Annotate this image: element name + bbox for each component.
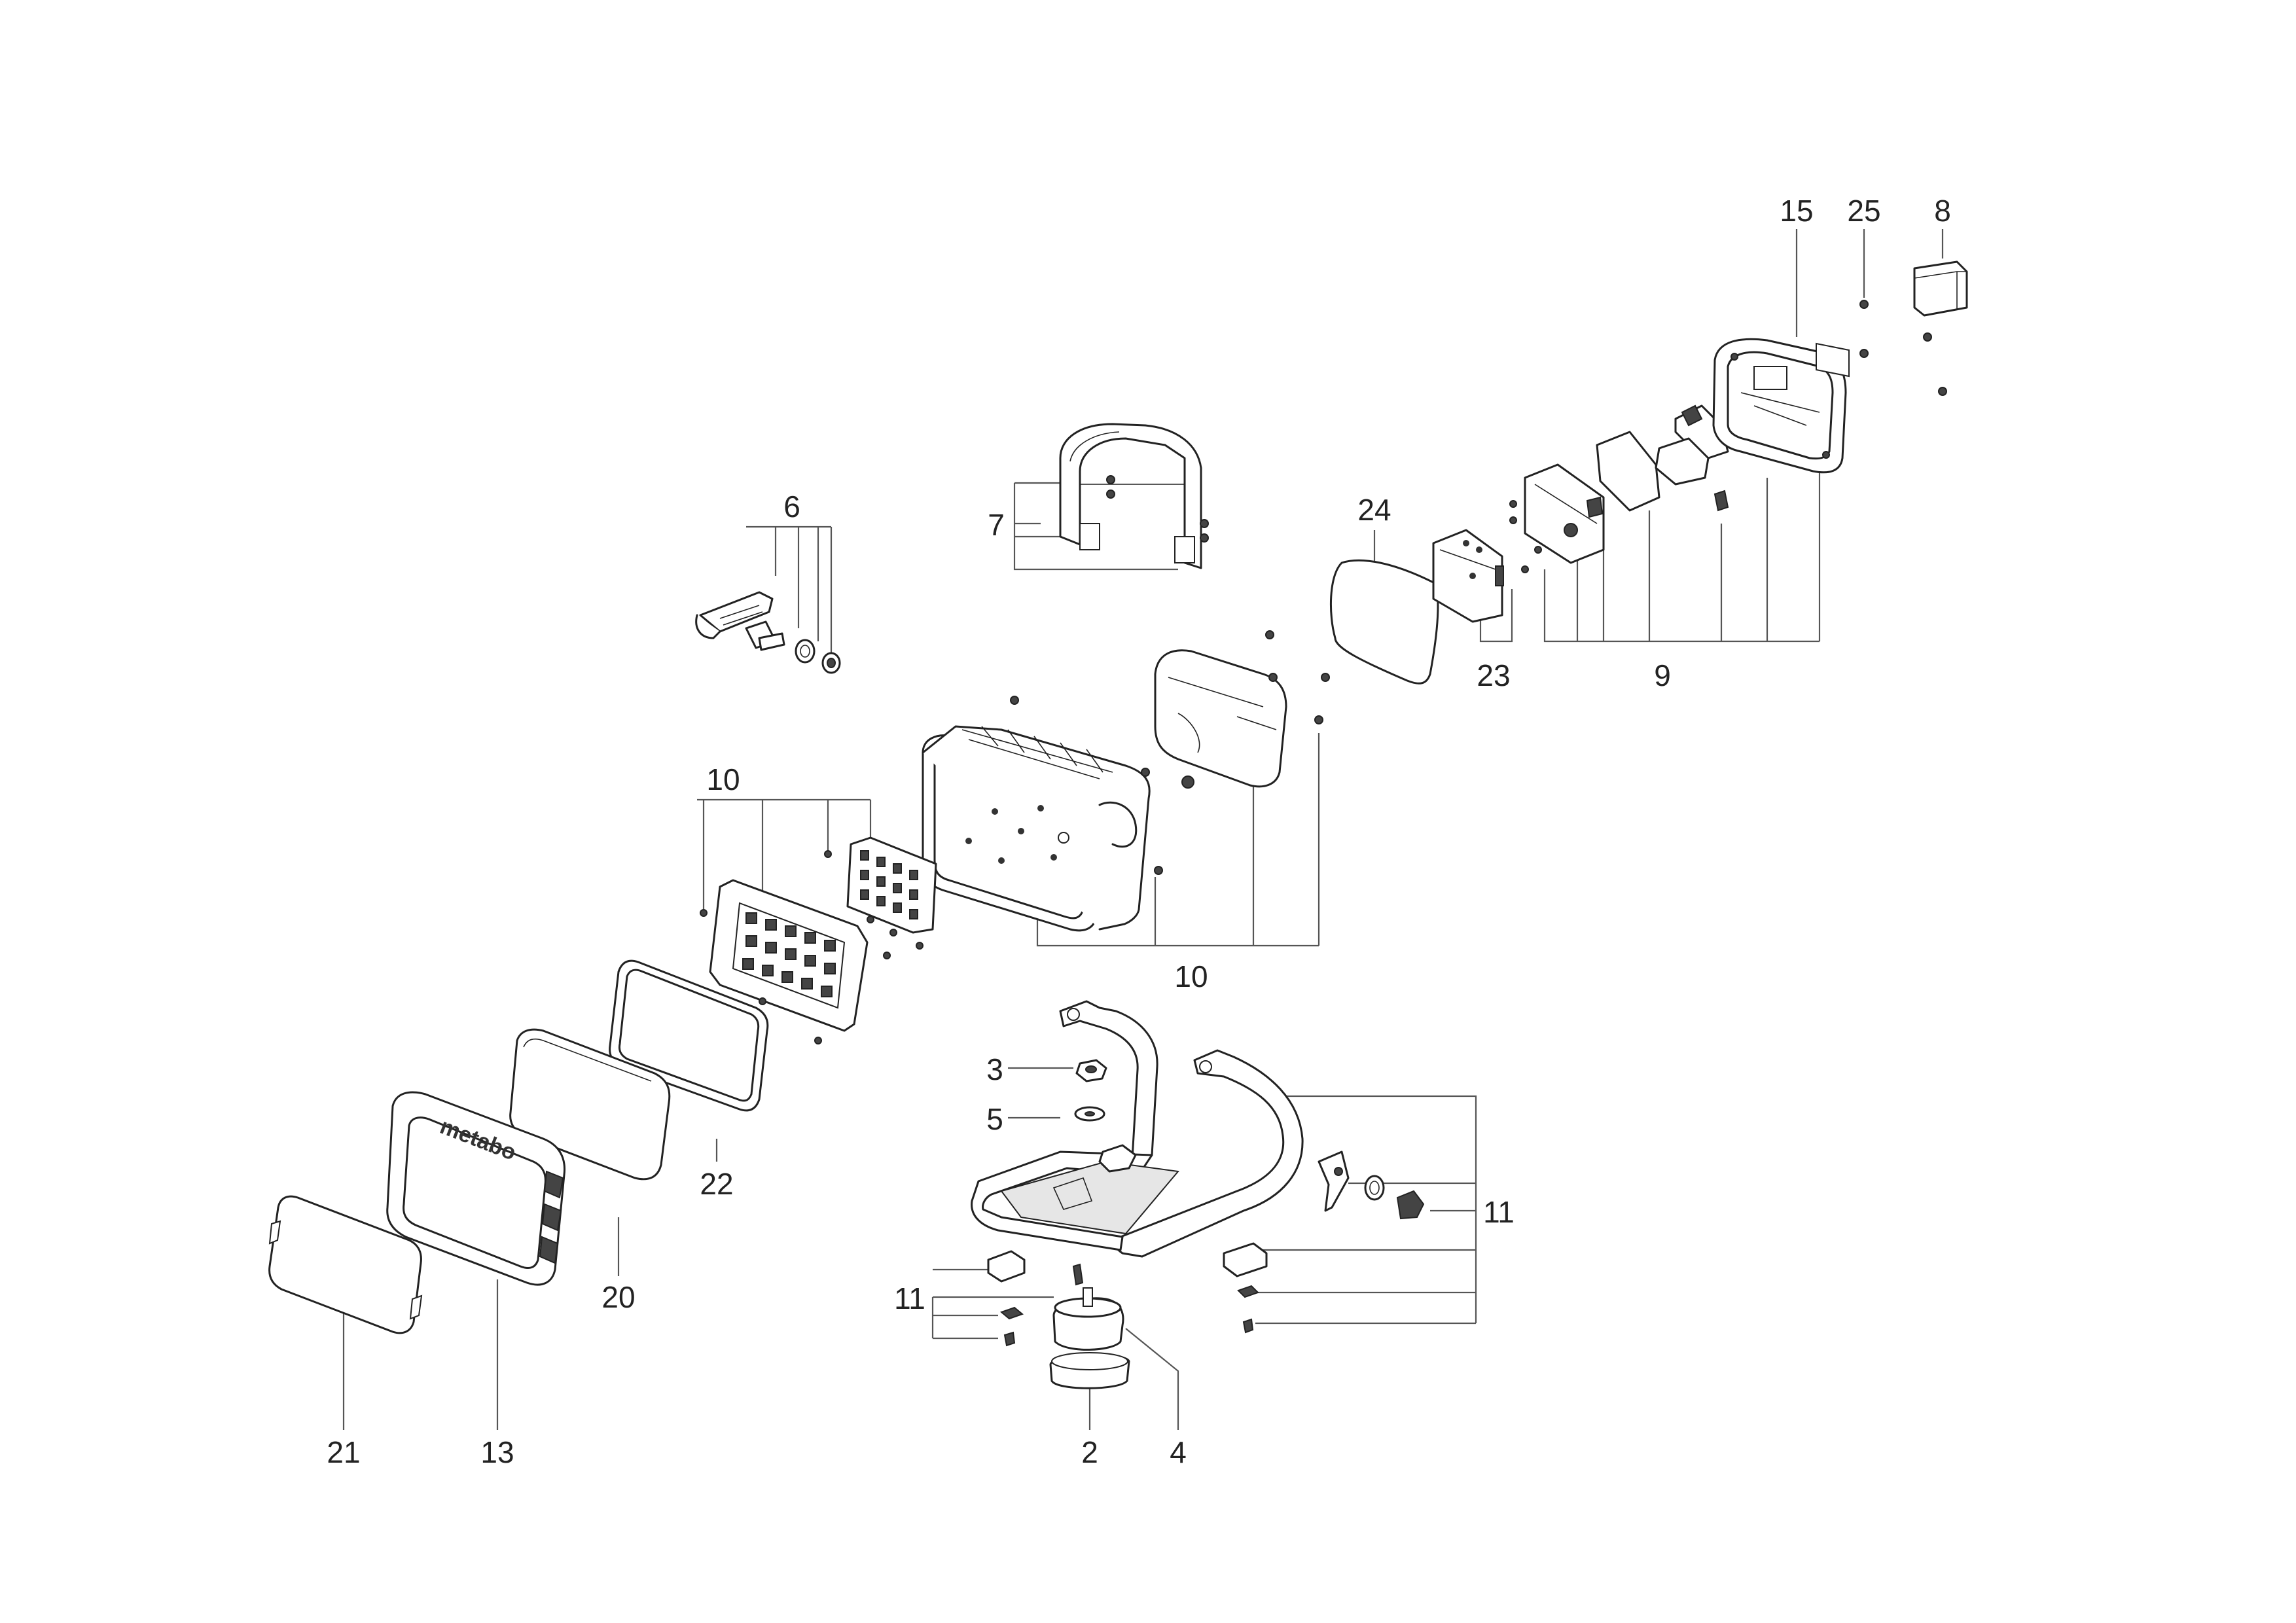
label-10-upper: 10 bbox=[706, 762, 740, 796]
part-10-led-module bbox=[700, 836, 937, 1044]
label-24: 24 bbox=[1357, 493, 1391, 527]
part-13-front-bezel: metabo bbox=[386, 1091, 566, 1286]
part-8-cap bbox=[1913, 260, 1968, 317]
label-13: 13 bbox=[480, 1435, 514, 1469]
label-23: 23 bbox=[1477, 658, 1510, 692]
part-24-lens-gasket bbox=[1329, 559, 1439, 685]
label-8: 8 bbox=[1934, 194, 1951, 228]
label-5: 5 bbox=[986, 1102, 1003, 1136]
part-15-label bbox=[1816, 342, 1850, 378]
label-6: 6 bbox=[783, 490, 800, 524]
label-4: 4 bbox=[1170, 1435, 1187, 1469]
label-10-lower: 10 bbox=[1174, 959, 1208, 993]
label-15: 15 bbox=[1780, 194, 1813, 228]
part-23-circuit-board bbox=[1432, 529, 1504, 623]
label-20: 20 bbox=[601, 1280, 635, 1314]
label-25: 25 bbox=[1847, 194, 1880, 228]
part-2-ring bbox=[1049, 1352, 1130, 1389]
label-22: 22 bbox=[700, 1167, 733, 1201]
part-25-screws bbox=[1859, 300, 1947, 396]
part-7-carry-handle bbox=[1059, 423, 1209, 569]
part-21-protective-cover bbox=[268, 1195, 423, 1334]
label-21: 21 bbox=[327, 1435, 360, 1469]
part-3-nut bbox=[1075, 1059, 1107, 1082]
part-number-labels: 15 25 8 6 7 24 23 9 10 10 3 5 11 11 22 2… bbox=[327, 194, 1950, 1469]
label-11-left: 11 bbox=[894, 1281, 925, 1315]
part-4-base-pad bbox=[1052, 1287, 1124, 1351]
part-11-hardware-right bbox=[1223, 1150, 1425, 1334]
label-11-right: 11 bbox=[1483, 1195, 1515, 1229]
part-11-hardware-left bbox=[987, 1250, 1084, 1347]
rear-housing bbox=[1712, 338, 1847, 474]
label-9: 9 bbox=[1654, 658, 1671, 692]
part-9-switch-assembly bbox=[1509, 404, 1729, 573]
label-7: 7 bbox=[988, 508, 1005, 542]
part-10-lamp-housing bbox=[922, 725, 1151, 932]
part-5-washer bbox=[1074, 1106, 1105, 1122]
label-2: 2 bbox=[1081, 1435, 1098, 1469]
part-10-back-cover bbox=[1010, 630, 1330, 875]
stand-frame bbox=[971, 1000, 1304, 1258]
label-3: 3 bbox=[986, 1052, 1003, 1086]
part-6-clamp-assembly bbox=[695, 591, 841, 674]
